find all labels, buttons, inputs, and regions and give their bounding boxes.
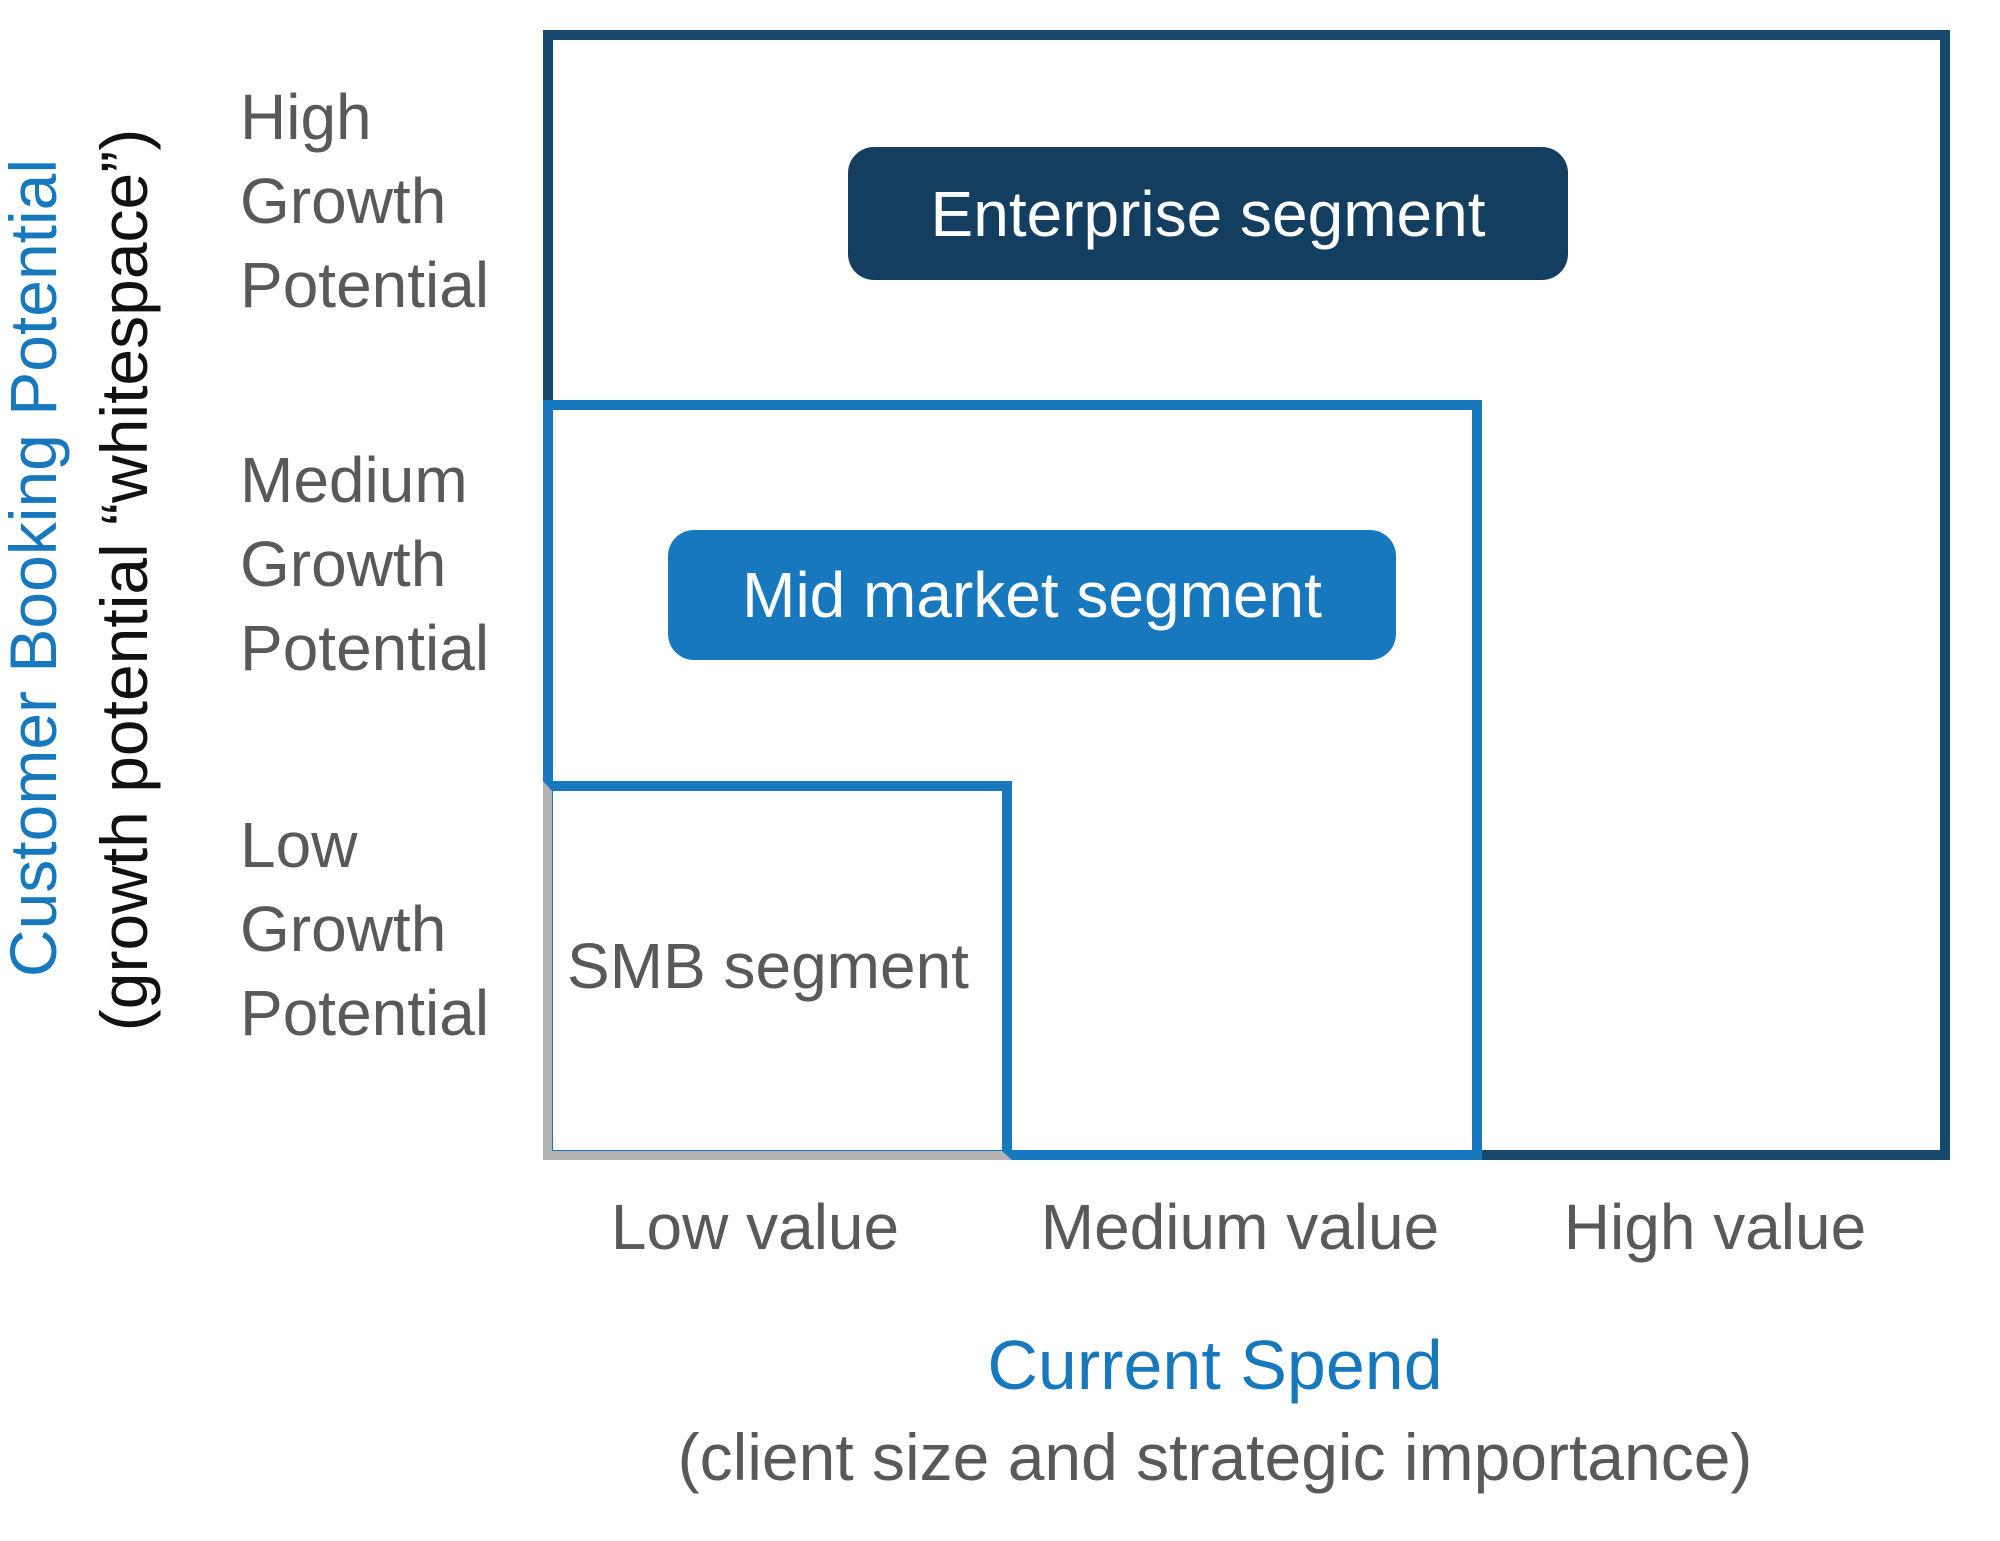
smb-segment-label: SMB segment: [567, 930, 969, 1002]
y-axis-title: Customer Booking Potential: [0, 158, 70, 978]
xtick-low-value: Low value: [610, 1191, 900, 1263]
ytick-high-growth-potential: High Growth Potential: [240, 75, 540, 327]
x-axis-subtitle: (client size and strategic importance): [677, 1420, 1753, 1494]
enterprise-segment-badge: Enterprise segment: [848, 147, 1568, 280]
mid-market-segment-label: Mid market segment: [742, 559, 1322, 631]
ytick-line: Potential: [240, 977, 490, 1049]
ytick-line: Growth: [240, 165, 447, 237]
ytick-line: Potential: [240, 612, 490, 684]
ytick-low-growth-potential: Low Growth Potential: [240, 803, 540, 1055]
ytick-line: Growth: [240, 893, 447, 965]
ytick-line: Low: [240, 809, 358, 881]
ytick-line: Potential: [240, 249, 490, 321]
mid-market-segment-badge: Mid market segment: [668, 530, 1396, 660]
smb-region-outline: [543, 781, 1012, 1160]
xtick-medium-value: Medium value: [1040, 1191, 1440, 1263]
enterprise-segment-label: Enterprise segment: [930, 177, 1486, 250]
xtick-high-value: High value: [1563, 1191, 1867, 1263]
ytick-line: High: [240, 81, 372, 153]
y-axis-subtitle: (growth potential “whitespace”): [87, 128, 161, 1032]
mid-market-region-outline: [543, 400, 1482, 1160]
x-axis-title: Current Spend: [987, 1326, 1443, 1404]
ytick-line: Growth: [240, 528, 447, 600]
ytick-medium-growth-potential: Medium Growth Potential: [240, 438, 540, 690]
ytick-line: Medium: [240, 444, 468, 516]
